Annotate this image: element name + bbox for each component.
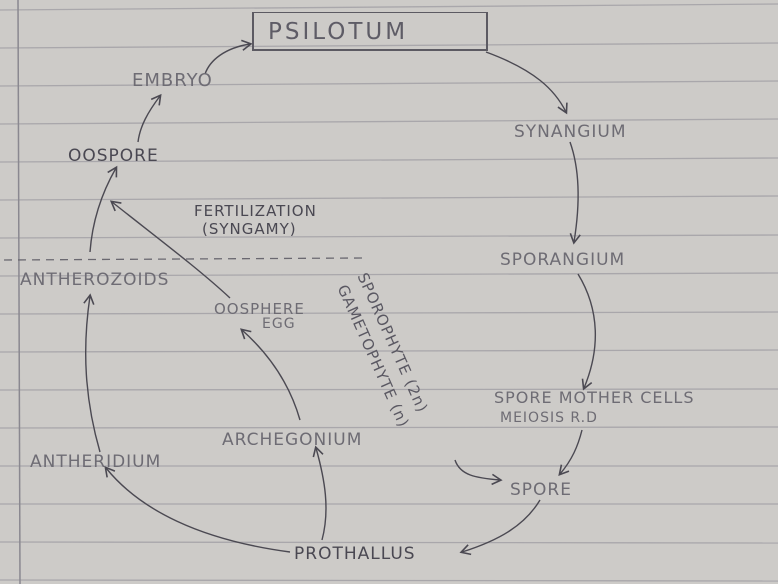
arrow-antherozoids-to-spore — [454, 459, 503, 486]
margin-line — [17, 0, 21, 584]
node-sporangium: SPORANGIUM — [500, 250, 626, 270]
arrow-prothallus-to-antheridium — [104, 465, 291, 553]
arrow-meiosis-to-spore — [558, 429, 583, 477]
node-spore-mother-cells: SPORE MOTHER CELLS — [494, 388, 695, 407]
arrow-oosphere-to-fertilization — [109, 200, 231, 299]
node-spore: SPORE — [510, 480, 572, 500]
node-fertilization: FERTILIZATION — [194, 202, 317, 220]
node-egg: EGG — [262, 316, 296, 332]
arrow-antherozoids-to-oospore — [89, 165, 118, 253]
node-antheridium: ANTHERIDIUM — [30, 452, 162, 472]
node-oosphere: OOSPHERE — [214, 300, 305, 318]
title-label: PSILOTUM — [268, 19, 409, 45]
arrow-sporangium-to-spore-mother-cells — [577, 273, 596, 391]
cycle-arrows — [83, 39, 596, 556]
title-box: PSILOTUM — [252, 12, 488, 51]
ruled-lines — [0, 3, 778, 582]
node-oospore: OOSPORE — [68, 146, 159, 166]
node-prothallus: PROTHALLUS — [294, 544, 416, 564]
node-synangium: SYNANGIUM — [514, 122, 627, 142]
node-syngamy: (SYNGAMY) — [202, 220, 297, 238]
arrow-prothallus-to-archegonium — [312, 445, 327, 541]
node-meiosis: MEIOSIS R.D — [500, 410, 598, 426]
node-archegonium: ARCHEGONIUM — [222, 430, 363, 450]
arrow-archegonium-to-oosphere — [240, 328, 301, 421]
arrow-embryo-to-title — [204, 39, 253, 75]
generation-divider — [3, 257, 363, 261]
arrow-spore-to-prothallus — [459, 499, 541, 556]
arrow-oospore-to-embryo — [137, 93, 162, 143]
arrow-antheridium-to-antherozoids — [83, 293, 101, 453]
arrow-synangium-to-sporangium — [569, 141, 581, 245]
node-antherozoids: ANTHEROZOIDS — [20, 270, 170, 290]
node-embryo: EMBRYO — [132, 70, 213, 91]
arrow-title-to-synangium — [485, 51, 568, 115]
